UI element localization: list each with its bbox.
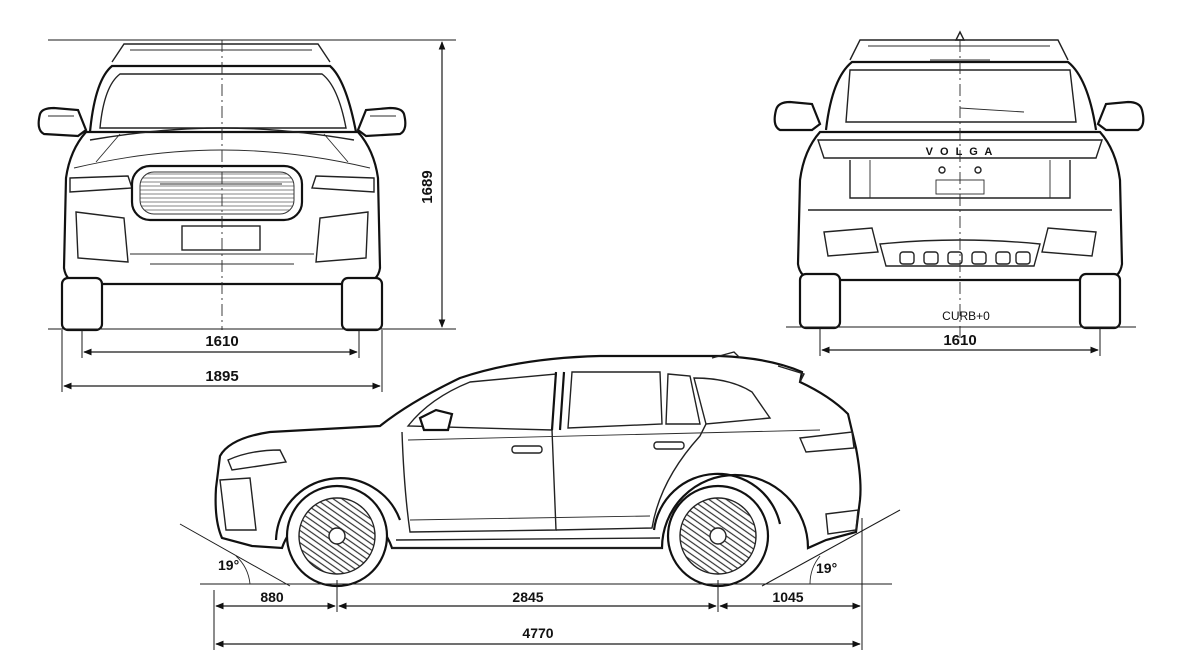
rear-view: V O L G A xyxy=(773,30,1145,356)
side-front-wheel xyxy=(285,484,389,588)
front-width-value: 1895 xyxy=(205,368,238,385)
side-length-dimension: 4770 xyxy=(215,625,861,648)
rear-right-mirror xyxy=(1096,100,1145,132)
departure-angle-value: 19° xyxy=(816,560,837,576)
side-view: 19° 19° 880 2845 1045 4770 xyxy=(179,351,901,650)
rear-track-value: 1610 xyxy=(943,332,976,349)
approach-angle-value: 19° xyxy=(218,557,239,573)
rear-left-mirror xyxy=(773,100,822,132)
rear-track-dimension: 1610 xyxy=(819,328,1101,356)
rear-ground-label: CURB+0 xyxy=(942,309,990,323)
front-width-dimension: 1895 xyxy=(61,330,383,392)
front-overhang-value: 880 xyxy=(260,589,284,605)
front-left-tire xyxy=(60,276,104,332)
rear-right-tire xyxy=(1078,272,1122,330)
front-height-value: 1689 xyxy=(419,170,436,203)
side-rear-wheel xyxy=(666,484,770,588)
front-height-dimension: 1689 xyxy=(48,39,456,330)
front-grille xyxy=(130,164,304,222)
rear-car-outline: V O L G A xyxy=(773,30,1145,330)
front-track-value: 1610 xyxy=(205,333,238,350)
side-car-outline xyxy=(214,351,862,588)
rear-left-tire xyxy=(798,272,842,330)
wheelbase-value: 2845 xyxy=(512,589,543,605)
front-view: 1689 1610 1895 xyxy=(37,39,456,392)
front-right-tire xyxy=(340,276,384,332)
side-segment-dimensions: 880 2845 1045 xyxy=(215,589,861,610)
rear-overhang-value: 1045 xyxy=(772,589,803,605)
length-value: 4770 xyxy=(522,625,553,641)
departure-angle: 19° xyxy=(761,509,901,587)
front-right-mirror xyxy=(356,106,407,138)
rear-badge: V O L G A xyxy=(926,146,995,158)
approach-angle: 19° xyxy=(179,523,291,587)
front-track-dimension: 1610 xyxy=(81,330,360,358)
front-licence-plate xyxy=(181,225,261,251)
front-left-mirror xyxy=(37,106,88,138)
